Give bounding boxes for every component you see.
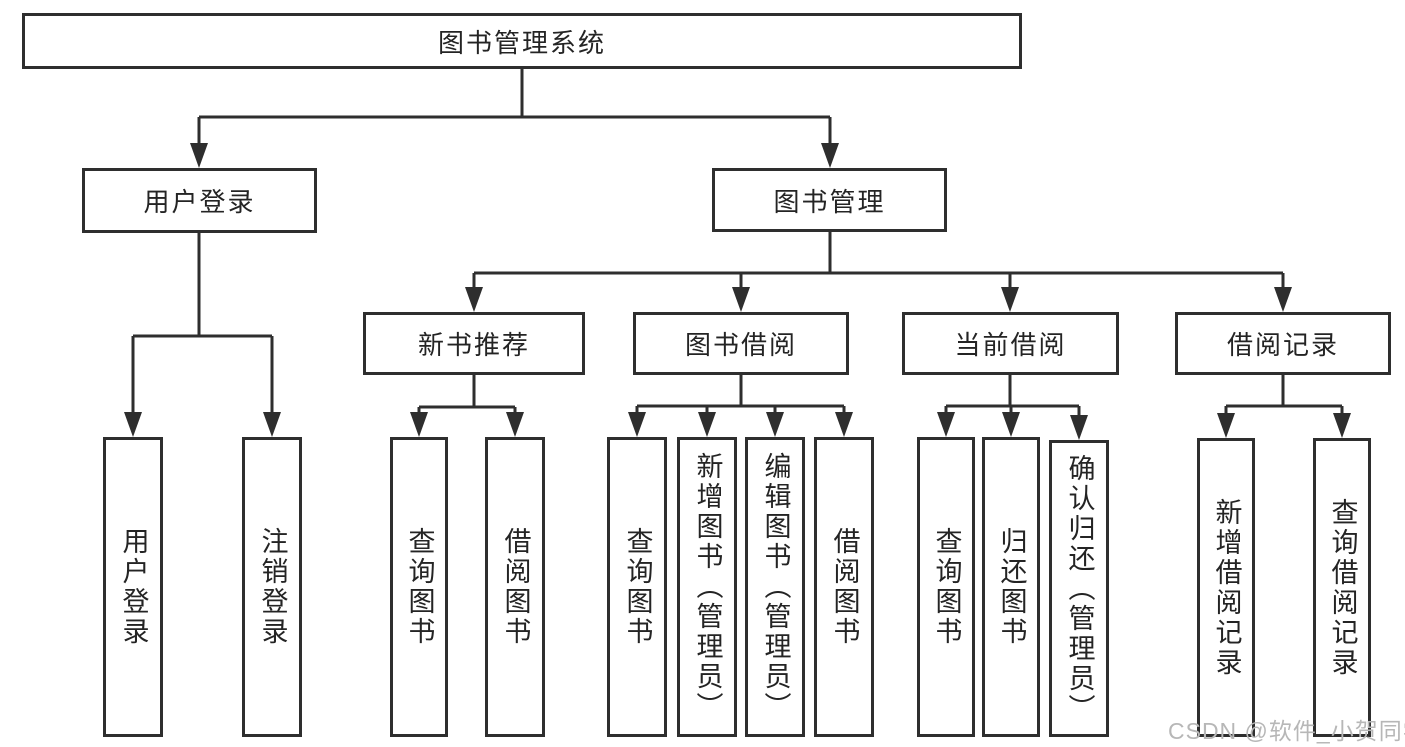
csdn-watermark: CSDN @软件_小贺同学 (1168, 718, 1405, 744)
node-label: 图书借阅 (684, 330, 797, 360)
leaf-confirm-return-admin: 确认归还（管理员） (1049, 440, 1109, 737)
leaf-label: 查询图书 (931, 527, 962, 647)
leaf-label: 注销登录 (257, 527, 288, 647)
leaf-label: 编辑图书（管理员） (760, 452, 791, 722)
node-borrowing-records: 借阅记录 (1175, 312, 1391, 375)
leaf-add-borrow-record: 新增借阅记录 (1197, 438, 1255, 737)
node-book-borrowing: 图书借阅 (633, 312, 849, 375)
node-label: 用户登录 (143, 187, 256, 217)
node-label: 新书推荐 (417, 330, 530, 360)
leaf-label: 确认归还（管理员） (1064, 453, 1095, 724)
leaf-query-books-current: 查询图书 (917, 437, 975, 737)
node-library-management-system: 图书管理系统 (22, 13, 1022, 69)
leaf-logout: 注销登录 (242, 437, 302, 737)
leaf-label: 查询图书 (404, 527, 435, 647)
leaf-query-books-borrowing: 查询图书 (607, 437, 667, 737)
node-label: 借阅记录 (1226, 330, 1339, 360)
node-label: 图书管理 (773, 186, 886, 217)
node-book-management: 图书管理 (712, 168, 947, 232)
node-user-login: 用户登录 (82, 168, 317, 233)
leaf-user-login: 用户登录 (103, 437, 163, 737)
leaf-borrow-books-recommend: 借阅图书 (485, 437, 545, 737)
leaf-label: 查询借阅记录 (1327, 497, 1358, 678)
leaf-label: 借阅图书 (500, 527, 531, 647)
leaf-label: 新增图书（管理员） (692, 452, 723, 722)
node-current-borrowing: 当前借阅 (902, 312, 1119, 375)
leaf-query-books-recommend: 查询图书 (390, 437, 448, 737)
node-new-book-recommend: 新书推荐 (363, 312, 585, 375)
node-label: 图书管理系统 (437, 27, 606, 58)
leaf-return-books: 归还图书 (982, 437, 1040, 737)
leaf-borrow-books: 借阅图书 (814, 437, 874, 737)
leaf-label: 借阅图书 (829, 527, 860, 647)
leaf-add-books-admin: 新增图书（管理员） (677, 437, 737, 737)
leaf-query-borrow-record: 查询借阅记录 (1313, 438, 1371, 737)
leaf-label: 新增借阅记录 (1211, 497, 1242, 678)
leaf-label: 查询图书 (622, 527, 653, 647)
leaf-edit-books-admin: 编辑图书（管理员） (745, 437, 805, 737)
leaf-label: 归还图书 (996, 527, 1027, 647)
arrowheads (124, 143, 1351, 440)
node-label: 当前借阅 (954, 330, 1067, 360)
leaf-label: 用户登录 (118, 527, 149, 647)
